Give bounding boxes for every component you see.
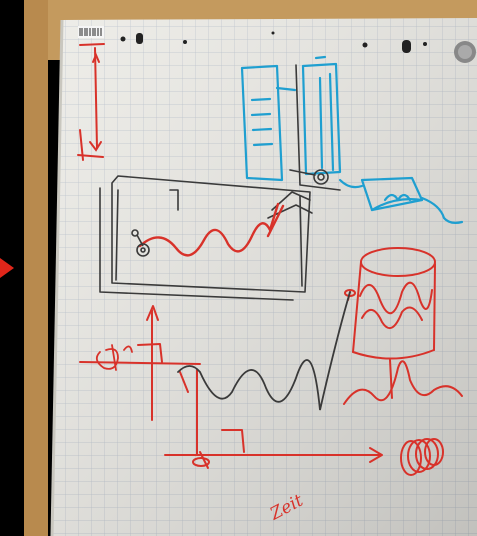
black-apparatus-sketch <box>99 64 341 301</box>
red-spiral-sketch <box>400 438 444 476</box>
paper-shading <box>52 18 477 536</box>
corkboard-left-edge <box>24 0 48 536</box>
logo-badge <box>454 41 476 63</box>
blue-apparatus-sketch <box>240 55 464 224</box>
valve-knob-icon <box>131 229 150 257</box>
red-cylinder-sketch <box>343 247 463 405</box>
paper-left-edge <box>50 19 64 536</box>
red-coil-sketch <box>138 202 285 257</box>
red-pointer-arrow <box>0 258 14 278</box>
barcode-sticker <box>78 26 104 38</box>
red-scale-sketch <box>77 43 105 161</box>
black-wave-curve <box>177 291 351 411</box>
red-axes-sketch <box>79 289 383 469</box>
binding-holes <box>120 31 427 53</box>
red-handwriting-left <box>95 344 133 371</box>
